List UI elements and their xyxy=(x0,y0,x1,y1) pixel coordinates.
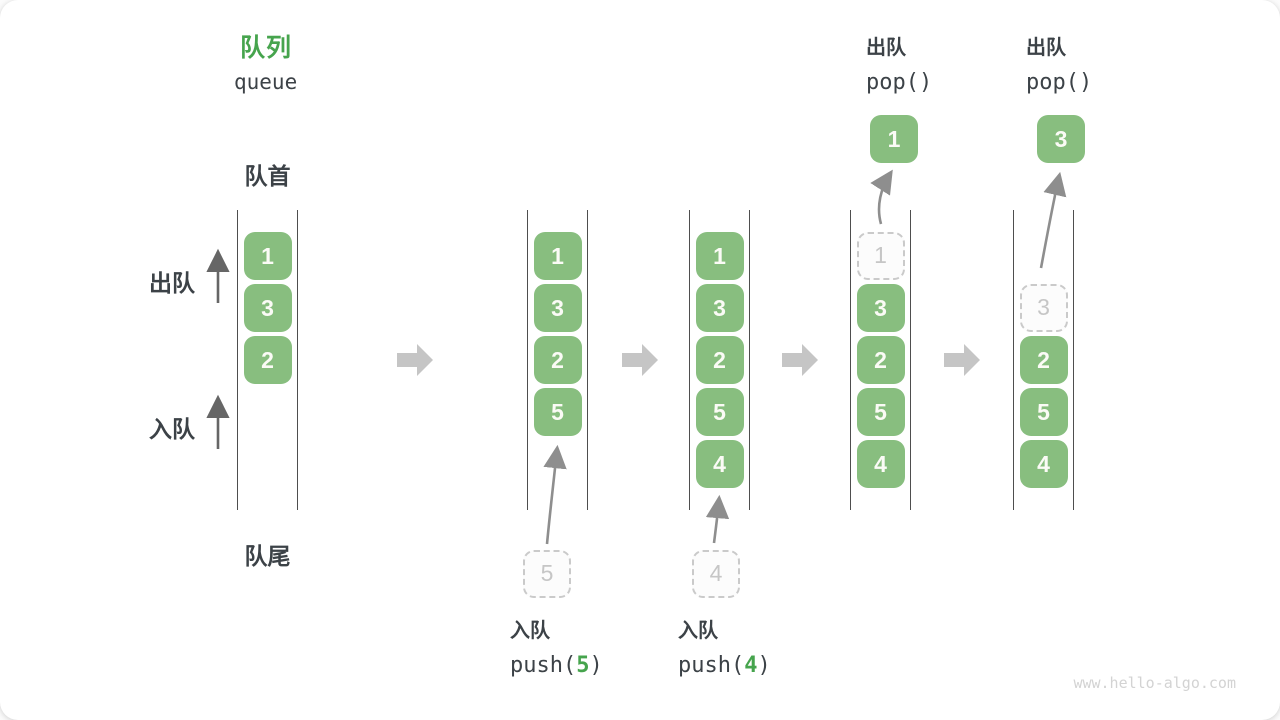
pending-element-5: 5 xyxy=(523,550,571,598)
queue-cell: 2 xyxy=(856,336,905,384)
pop1-label-code: pop() xyxy=(866,70,933,95)
state-transition-arrow-icon xyxy=(397,344,433,376)
queue-cell: 5 xyxy=(533,388,582,436)
pop1-label: 出队 pop() xyxy=(866,32,932,99)
queue-cell-removed: 1 xyxy=(856,232,905,280)
popped-element-1: 1 xyxy=(870,115,918,163)
push5-label-code: push(5) xyxy=(510,653,603,678)
watermark: www.hello-algo.com xyxy=(1073,674,1236,692)
label-dequeue: 出队 xyxy=(149,270,195,296)
popped-element-3: 3 xyxy=(1037,115,1085,163)
queue-cell: 5 xyxy=(856,388,905,436)
queue-cell: 4 xyxy=(1019,440,1068,488)
queue-cell-removed: 3 xyxy=(1019,284,1068,332)
pop3-label-code: pop() xyxy=(1026,70,1093,95)
push5-label-zh: 入队 xyxy=(510,620,550,642)
queue-cell: 3 xyxy=(856,284,905,332)
queue-cell: 1 xyxy=(243,232,292,280)
queue-cell: 1 xyxy=(533,232,582,280)
queue-cell: 3 xyxy=(533,284,582,332)
page-title: 队列 xyxy=(240,34,293,62)
queue-cell: 3 xyxy=(695,284,744,332)
page-subtitle: queue xyxy=(234,70,298,94)
queue-cell: 4 xyxy=(856,440,905,488)
push4-label: 入队 push(4) xyxy=(678,615,771,682)
state-transition-arrow-icon xyxy=(782,344,818,376)
queue-cell: 2 xyxy=(243,336,292,384)
state-transition-arrow-icon xyxy=(944,344,980,376)
queue-cell: 1 xyxy=(695,232,744,280)
state-transition-arrow-icon xyxy=(622,344,658,376)
pending-element-4: 4 xyxy=(692,550,740,598)
push5-label: 入队 push(5) xyxy=(510,615,603,682)
queue-cell: 4 xyxy=(695,440,744,488)
push4-label-code: push(4) xyxy=(678,653,771,678)
label-queue-front: 队首 xyxy=(244,163,291,189)
queue-cell: 3 xyxy=(243,284,292,332)
pop3-label: 出队 pop() xyxy=(1026,32,1092,99)
label-queue-rear: 队尾 xyxy=(244,543,291,569)
pop1-label-zh: 出队 xyxy=(866,37,906,59)
queue-cell: 2 xyxy=(533,336,582,384)
queue-cell: 2 xyxy=(695,336,744,384)
queue-cell: 5 xyxy=(1019,388,1068,436)
push4-label-zh: 入队 xyxy=(678,620,718,642)
queue-cell: 5 xyxy=(695,388,744,436)
label-enqueue: 入队 xyxy=(149,416,195,442)
queue-cell: 2 xyxy=(1019,336,1068,384)
pop3-label-zh: 出队 xyxy=(1026,37,1066,59)
